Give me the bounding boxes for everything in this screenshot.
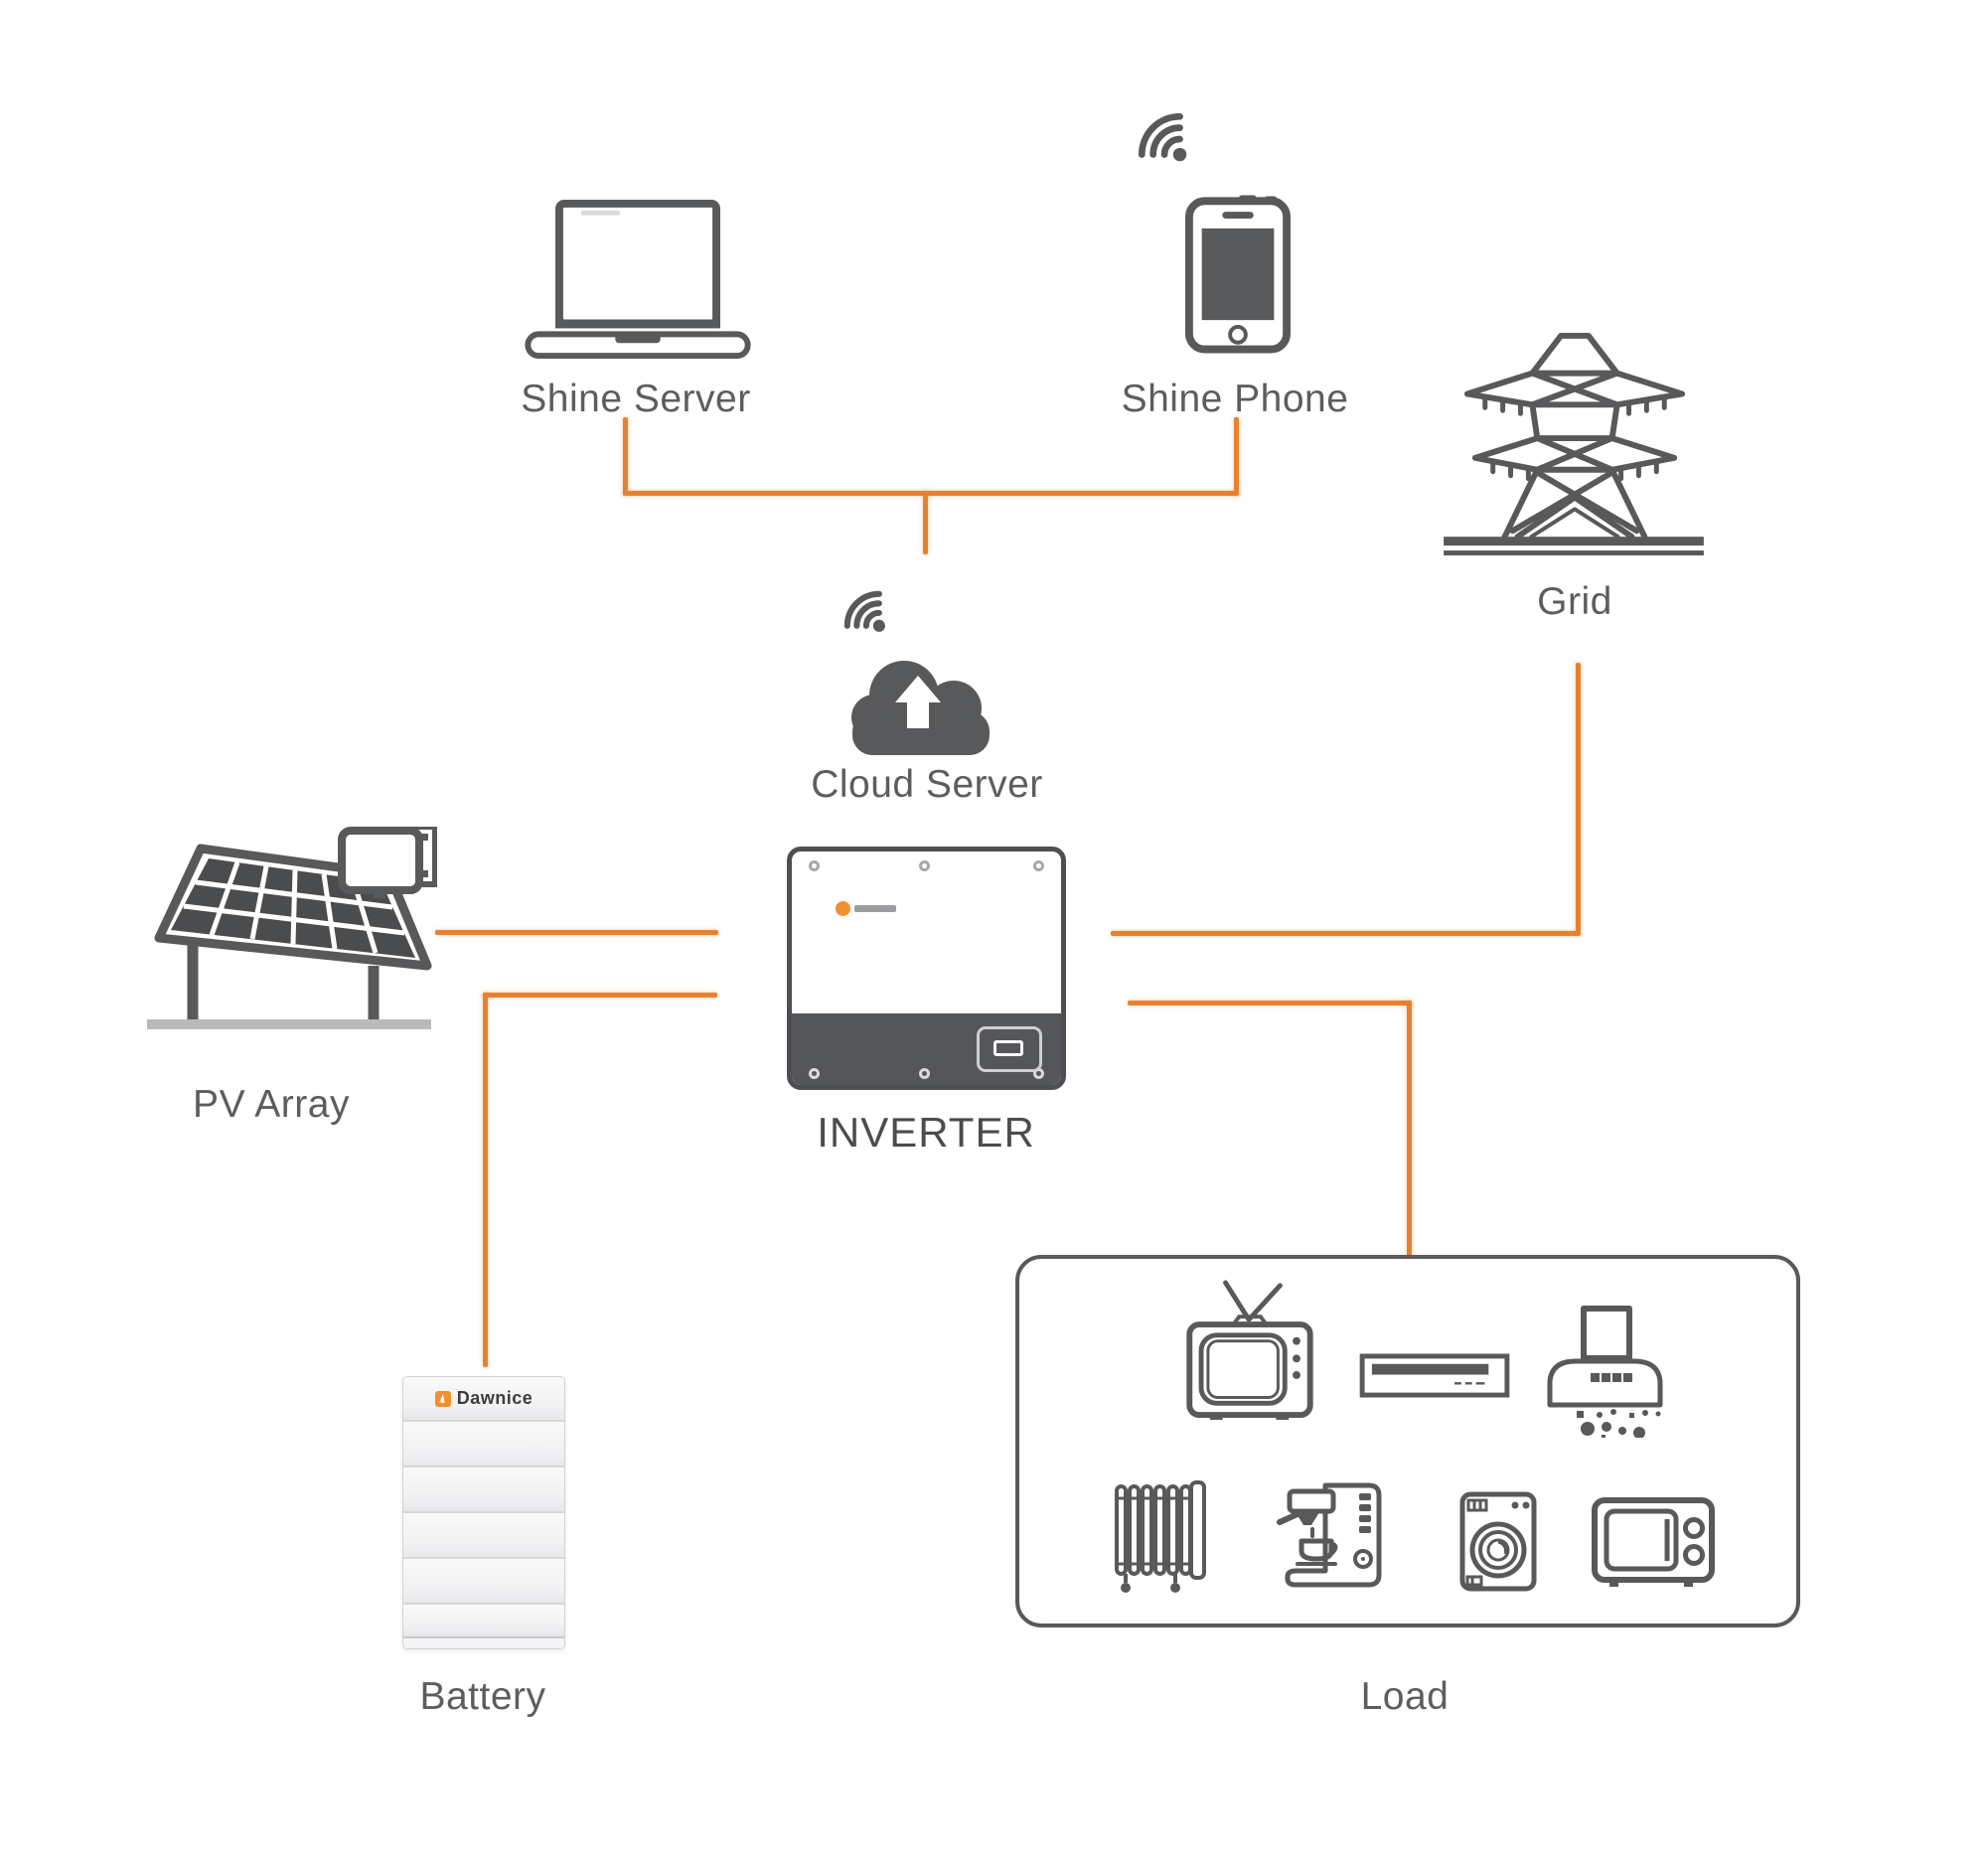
cloud-upload-icon bbox=[842, 646, 1009, 757]
wire-phone-down bbox=[1234, 417, 1239, 496]
inverter-display-window bbox=[994, 1040, 1023, 1056]
wire-cloud-stem bbox=[923, 491, 928, 554]
coffee-machine-icon bbox=[1276, 1481, 1383, 1591]
wire-top-horizontal bbox=[623, 491, 1239, 496]
battery-brand-text: Dawnice bbox=[456, 1388, 534, 1408]
load-label: Load bbox=[1360, 1675, 1450, 1718]
battery-base bbox=[403, 1638, 564, 1648]
battery-module bbox=[403, 1605, 564, 1638]
load-group-box bbox=[1015, 1255, 1800, 1627]
wire-inverter-to-load-h bbox=[1128, 1001, 1412, 1005]
battery-brand-icon bbox=[434, 1390, 451, 1407]
inverter-label: INVERTER bbox=[817, 1109, 1035, 1156]
brand-mark-icon bbox=[836, 901, 850, 916]
solar-panel-icon bbox=[139, 827, 437, 1047]
wire-inverter-to-grid-h bbox=[1111, 931, 1581, 936]
screw bbox=[919, 860, 930, 871]
screw bbox=[809, 1068, 820, 1079]
shine-phone-label: Shine Phone bbox=[1121, 378, 1349, 420]
wire-pv-to-inverter bbox=[435, 930, 718, 935]
inverter-brand-logo bbox=[836, 901, 896, 916]
wire-load-vertical bbox=[1407, 1001, 1412, 1257]
washing-machine-icon bbox=[1459, 1491, 1537, 1592]
battery-module bbox=[403, 1422, 564, 1468]
battery-label: Battery bbox=[419, 1675, 546, 1718]
power-tower-icon bbox=[1444, 328, 1704, 559]
grid-label: Grid bbox=[1537, 580, 1612, 623]
radiator-icon bbox=[1114, 1476, 1206, 1594]
shine-server-label: Shine Server bbox=[521, 378, 751, 420]
inverter-icon bbox=[787, 847, 1066, 1090]
battery-module bbox=[403, 1559, 564, 1605]
dvd-player-icon bbox=[1358, 1353, 1511, 1398]
battery-stack-icon: Dawnice bbox=[402, 1376, 565, 1649]
microwave-icon bbox=[1592, 1497, 1715, 1587]
tv-icon bbox=[1186, 1279, 1313, 1420]
screw bbox=[919, 1068, 930, 1079]
cloud-server-label: Cloud Server bbox=[811, 763, 1043, 806]
screw bbox=[809, 860, 820, 871]
inverter-display bbox=[977, 1026, 1042, 1072]
brand-wordmark bbox=[854, 905, 896, 912]
battery-module: Dawnice bbox=[403, 1377, 564, 1422]
smartphone-icon bbox=[1184, 195, 1292, 354]
battery-module bbox=[403, 1468, 564, 1513]
wire-battery-vertical bbox=[483, 993, 488, 1367]
range-hood-icon bbox=[1544, 1306, 1666, 1438]
laptop-icon bbox=[524, 199, 752, 364]
wire-battery-horizontal bbox=[483, 993, 717, 998]
wire-server-down bbox=[623, 417, 628, 496]
pv-array-label: PV Array bbox=[193, 1083, 350, 1126]
wifi-icon bbox=[840, 586, 891, 638]
wire-grid-vertical bbox=[1576, 663, 1581, 934]
battery-module bbox=[403, 1513, 564, 1559]
wifi-icon bbox=[1133, 107, 1194, 169]
screw bbox=[1033, 860, 1044, 871]
